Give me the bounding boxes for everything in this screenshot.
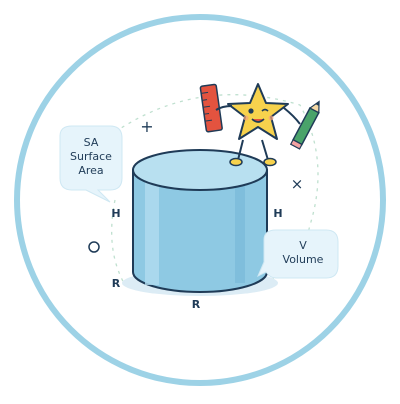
height-label-right: H xyxy=(273,207,283,220)
height-label-left: H xyxy=(111,207,121,220)
surface-area-word-2: Area xyxy=(78,164,104,177)
cylinder xyxy=(132,149,268,293)
circle-symbol xyxy=(88,241,100,253)
surface-area-bubble xyxy=(59,125,123,203)
radius-label-bottom: R xyxy=(191,298,201,311)
dashed-orbit xyxy=(111,94,319,286)
surface-area-word-1: Surface xyxy=(70,150,112,163)
pencil-icon xyxy=(289,100,320,150)
surface-area-label: SA Surface Area xyxy=(60,136,122,178)
cylinder-top xyxy=(132,149,268,191)
volume-bubble xyxy=(257,229,339,279)
ruler-icon xyxy=(199,83,223,133)
radius-label-left: R xyxy=(111,277,121,290)
volume-word: Volume xyxy=(282,253,324,266)
plus-symbol: + xyxy=(140,117,154,136)
star-mascot xyxy=(215,83,301,167)
volume-label: V Volume xyxy=(268,239,338,267)
times-symbol: × xyxy=(290,175,304,193)
surface-area-abbrev: SA xyxy=(83,136,99,149)
volume-abbrev: V xyxy=(299,239,307,252)
